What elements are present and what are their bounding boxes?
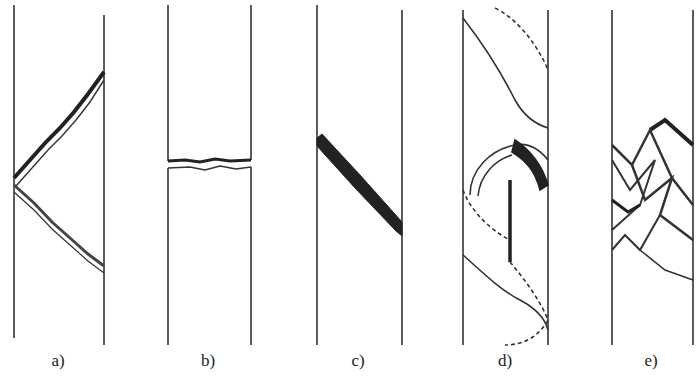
- panel-label: c): [351, 352, 364, 369]
- panel-label: e): [644, 352, 657, 369]
- panel-label: d): [498, 352, 512, 369]
- tube-d: [463, 8, 548, 345]
- tube-b: [168, 5, 251, 345]
- tube-c: [317, 5, 402, 345]
- panel-label: a): [51, 352, 64, 369]
- tube-a: [14, 5, 104, 345]
- panel-label: b): [201, 352, 215, 369]
- tube-e: [612, 10, 693, 345]
